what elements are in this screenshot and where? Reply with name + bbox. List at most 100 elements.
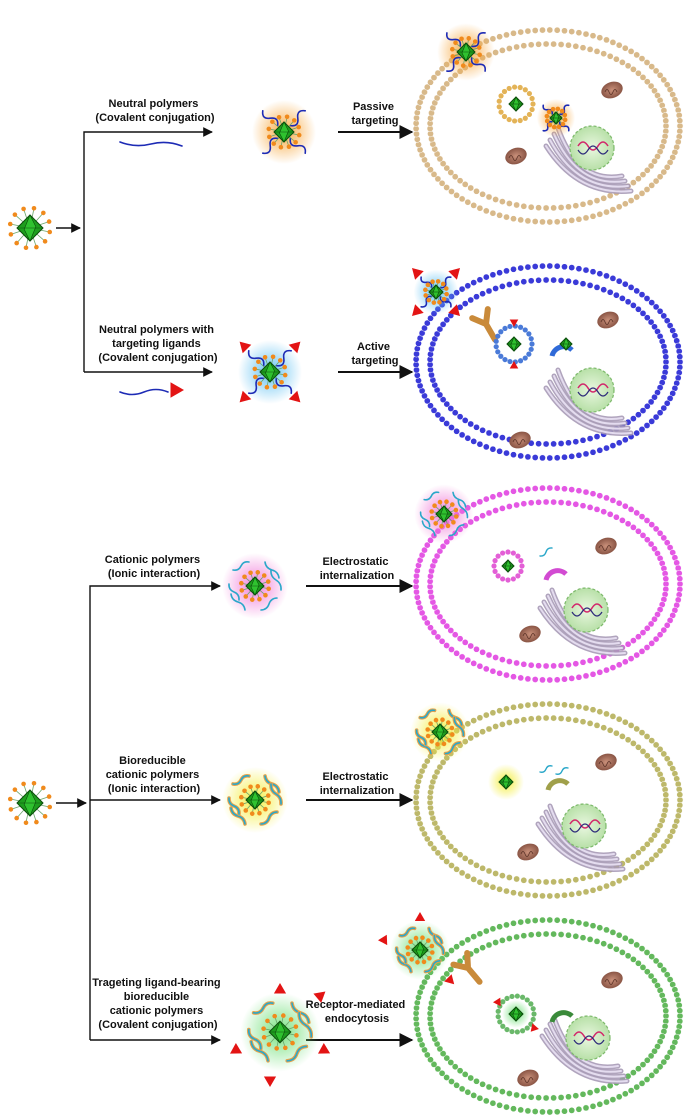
targeting-ligand-icon	[230, 1043, 243, 1054]
nanoparticle-with-ligands	[429, 499, 459, 529]
nanoparticle-icon	[456, 42, 476, 62]
label-bioreducible-polymers: Bioreducible cationic polymers (Ionic in…	[106, 755, 203, 795]
nanoparticle-icon	[273, 121, 295, 143]
nucleus-icon	[543, 367, 634, 436]
nanoparticle-icon	[508, 1006, 524, 1022]
nucleus-icon	[539, 1015, 630, 1084]
label-passive-targeting: Passive targeting	[351, 101, 398, 127]
flow-lines	[56, 125, 414, 1047]
nanoparticle-icon	[259, 361, 281, 383]
targeting-ligand-icon	[318, 1043, 331, 1054]
nanoparticle-icon	[411, 941, 429, 959]
label-ligand-bioreducible-polymers: Trageting ligand-bearing bioreducible ca…	[92, 977, 223, 1031]
nucleus-icon	[537, 587, 628, 656]
cell-membrane	[412, 26, 684, 226]
polymer-nanoparticle	[536, 98, 576, 138]
targeting-ligand-icon	[273, 983, 287, 994]
targeting-ligand-icon	[414, 912, 426, 921]
targeting-ligand-icon	[378, 934, 388, 946]
nanoparticle-with-ligands	[239, 570, 271, 602]
nanoparticle-icon	[268, 1020, 292, 1044]
nanoparticle-with-ligands	[261, 1013, 299, 1051]
nanoparticle-icon	[428, 284, 444, 300]
targeting-ligand-icon	[509, 319, 519, 327]
nucleus-icon	[535, 803, 626, 872]
targeting-ligand-icon	[509, 361, 519, 369]
cationic-polymer-nanoparticle	[222, 767, 288, 833]
nanoparticle-icon	[245, 576, 265, 596]
nanoparticle-with-ligands	[266, 114, 302, 150]
targeting-ligand-icon	[412, 268, 424, 280]
label-electrostatic-1: Electrostatic internalization	[320, 556, 395, 582]
receptor-icon	[469, 306, 498, 343]
nanoparticle-with-ligands	[423, 279, 449, 305]
nanoparticle-icon	[431, 723, 449, 741]
mitochondrion-icon	[601, 971, 623, 989]
label-receptor-mediated: Receptor-mediated endocytosis	[306, 999, 409, 1025]
targeting-ligand-icon	[448, 268, 460, 280]
cell-membrane	[412, 916, 684, 1116]
nanoparticle-icon	[506, 336, 522, 352]
polymer-nanoparticle	[437, 23, 495, 81]
nanoparticle-with-ligands	[252, 354, 288, 390]
cell-receptor-endocytosis	[378, 912, 684, 1116]
targeting-ligand-icon	[239, 341, 252, 354]
nanoparticle-with-ligands	[405, 935, 435, 965]
targeting-ligand-icon	[448, 304, 460, 316]
mitochondrion-icon	[517, 1069, 539, 1087]
targeting-ligand-icon	[412, 304, 424, 316]
endosome-icon	[491, 549, 525, 583]
nanoparticle-icon	[435, 505, 453, 523]
targeting-ligand-icon	[444, 974, 455, 985]
nanoparticle-icon	[245, 790, 265, 810]
nanoparticle-with-ligands	[239, 784, 271, 816]
nanoparticle-with-ligands	[425, 717, 455, 747]
nanoparticle-icon	[16, 789, 44, 817]
label-active-targeting: Active targeting	[351, 341, 398, 367]
nanoparticle-icon	[559, 337, 573, 351]
endosome-icon	[493, 993, 539, 1035]
nanoparticle-icon	[508, 96, 524, 112]
targeting-ligand-icon	[263, 1076, 277, 1087]
cell-passive-targeting	[412, 23, 684, 226]
mitochondrion-icon	[597, 311, 619, 329]
label-cationic-polymers: Cationic polymers (Ionic interaction)	[105, 554, 203, 580]
targeting-ligand-icon	[530, 1023, 539, 1032]
targeting-ligand-icon	[170, 382, 184, 398]
targeting-ligand-icon	[239, 390, 252, 403]
cationic-polymer-nanoparticle	[222, 553, 288, 619]
polymer-nanoparticle	[412, 268, 460, 316]
polymer-nanoparticle	[238, 340, 302, 404]
targeting-ligand-icon	[493, 997, 501, 1007]
nanoparticle-with-ligands	[7, 780, 53, 826]
endosome-icon	[493, 319, 535, 369]
nanoparticle-with-ligands	[7, 205, 53, 251]
nanoparticle-icon	[501, 559, 515, 573]
mitochondrion-icon	[519, 625, 541, 643]
label-electrostatic-2: Electrostatic internalization	[320, 771, 395, 797]
targeting-ligand-icon	[288, 390, 301, 403]
nanoparticle-with-ligands	[450, 36, 482, 68]
mitochondrion-icon	[601, 81, 623, 99]
mitochondrion-icon	[595, 753, 617, 771]
nanoparticle-with-ligands	[544, 106, 568, 130]
cationic-polymer-nanoparticle	[230, 983, 331, 1087]
mitochondrion-icon	[595, 537, 617, 555]
label-neutral-polymers-ligands: Neutral polymers with targeting ligands …	[98, 324, 218, 364]
nanoparticle-icon	[16, 214, 44, 242]
cell-bioreducible-internalization	[410, 700, 684, 900]
nanoparticle-icon	[498, 774, 514, 790]
cationic-polymer-nanoparticle	[410, 702, 470, 762]
nucleus-icon	[543, 125, 634, 194]
mitochondrion-icon	[517, 843, 539, 861]
nanoparticle-icon	[549, 111, 563, 125]
cell-membrane	[412, 484, 684, 684]
cell-active-targeting	[412, 262, 684, 462]
label-neutral-polymers: Neutral polymers (Covalent conjugation)	[95, 98, 215, 124]
polymer-nanoparticle	[252, 100, 316, 164]
cationic-polymer-nanoparticle	[378, 912, 455, 985]
targeting-ligand-icon	[288, 341, 301, 354]
mitochondrion-icon	[505, 147, 527, 165]
